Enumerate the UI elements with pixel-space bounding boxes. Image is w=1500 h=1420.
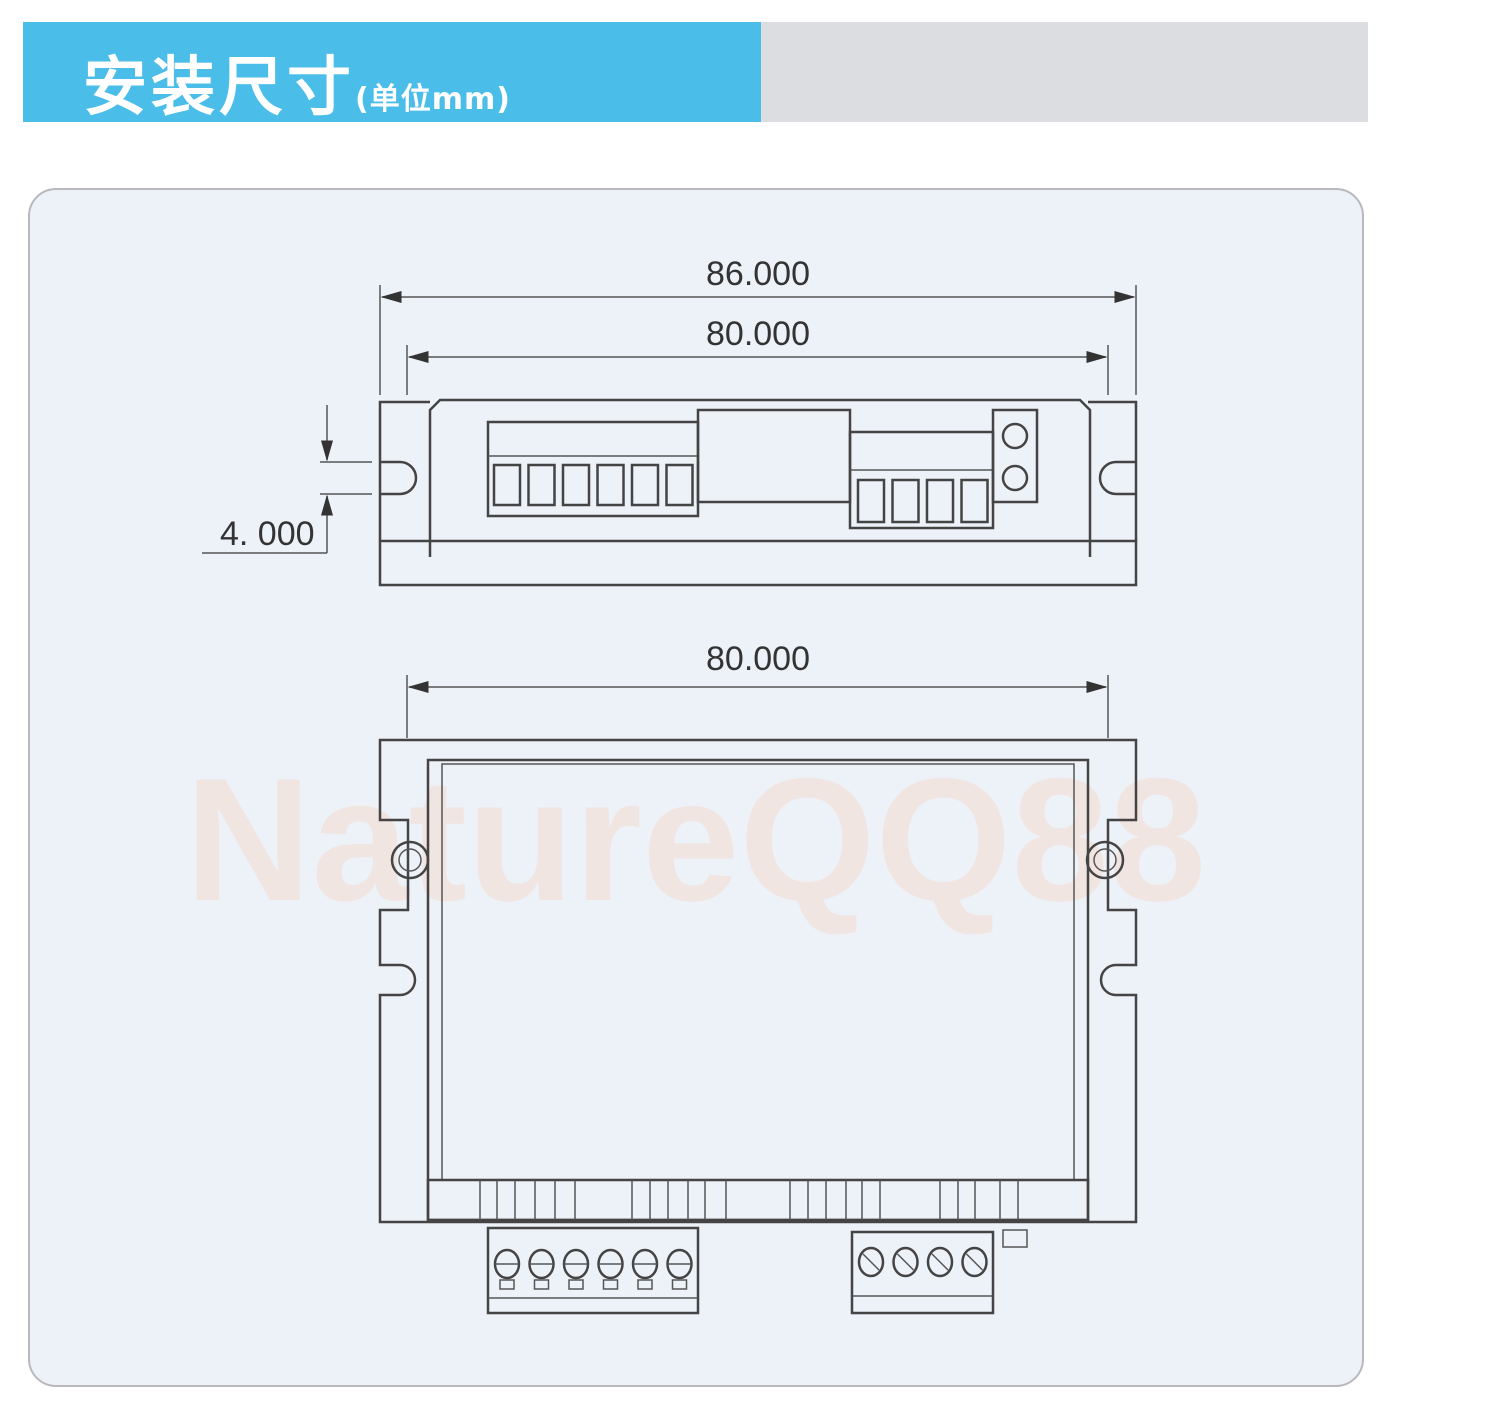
power-terminal-screw bbox=[857, 1246, 885, 1278]
mounting-hole-right bbox=[1085, 840, 1125, 880]
mounting-hole-left bbox=[390, 840, 430, 880]
watermark: NatureQQ88 bbox=[185, 743, 1206, 938]
drawing-panel bbox=[28, 188, 1364, 1387]
dim-label-80-top: 80.000 bbox=[706, 315, 810, 353]
power-pin bbox=[891, 478, 920, 524]
power-terminal-screw bbox=[926, 1246, 954, 1278]
power-pin bbox=[856, 478, 886, 524]
dim-label-86: 86.000 bbox=[706, 255, 810, 293]
signal-terminal-hole bbox=[671, 1279, 688, 1290]
dim-hole-pitch-top: 80.000 bbox=[406, 315, 1109, 395]
signal-terminal-hole bbox=[602, 1279, 619, 1290]
dim-hole-pitch-bottom: 80.000 bbox=[406, 640, 1109, 738]
unit-label: (单位mm) bbox=[355, 82, 511, 117]
dim-slot-width: 4. 000 bbox=[202, 405, 372, 554]
signal-terminal-hole bbox=[499, 1279, 515, 1290]
signal-pin bbox=[596, 463, 625, 507]
header-filler bbox=[761, 22, 1368, 122]
signal-pin bbox=[630, 463, 660, 507]
header-banner: 安装尺寸(单位mm) bbox=[23, 22, 761, 125]
signal-terminal-hole bbox=[568, 1279, 584, 1290]
signal-terminal-hole bbox=[637, 1279, 653, 1290]
driver-side-view bbox=[378, 398, 1138, 587]
power-pin bbox=[925, 478, 955, 524]
driver-top-view bbox=[378, 738, 1138, 1315]
title-text: 安装尺寸 bbox=[83, 51, 355, 125]
signal-pin bbox=[665, 463, 694, 507]
power-terminal-screw bbox=[961, 1246, 988, 1278]
dim-label-80-bottom: 80.000 bbox=[706, 640, 810, 678]
signal-pin bbox=[527, 463, 556, 507]
power-connector bbox=[850, 1230, 995, 1315]
signal-pin bbox=[561, 463, 591, 507]
power-terminal-screw bbox=[892, 1246, 919, 1278]
dim-overall-width: 86.000 bbox=[379, 255, 1137, 395]
signal-pin bbox=[492, 463, 522, 507]
signal-terminal-hole bbox=[533, 1279, 550, 1290]
header-title: 安装尺寸(单位mm) bbox=[83, 36, 511, 128]
signal-connector bbox=[486, 1226, 700, 1315]
power-pin bbox=[960, 478, 989, 524]
dim-label-4: 4. 000 bbox=[220, 515, 315, 553]
